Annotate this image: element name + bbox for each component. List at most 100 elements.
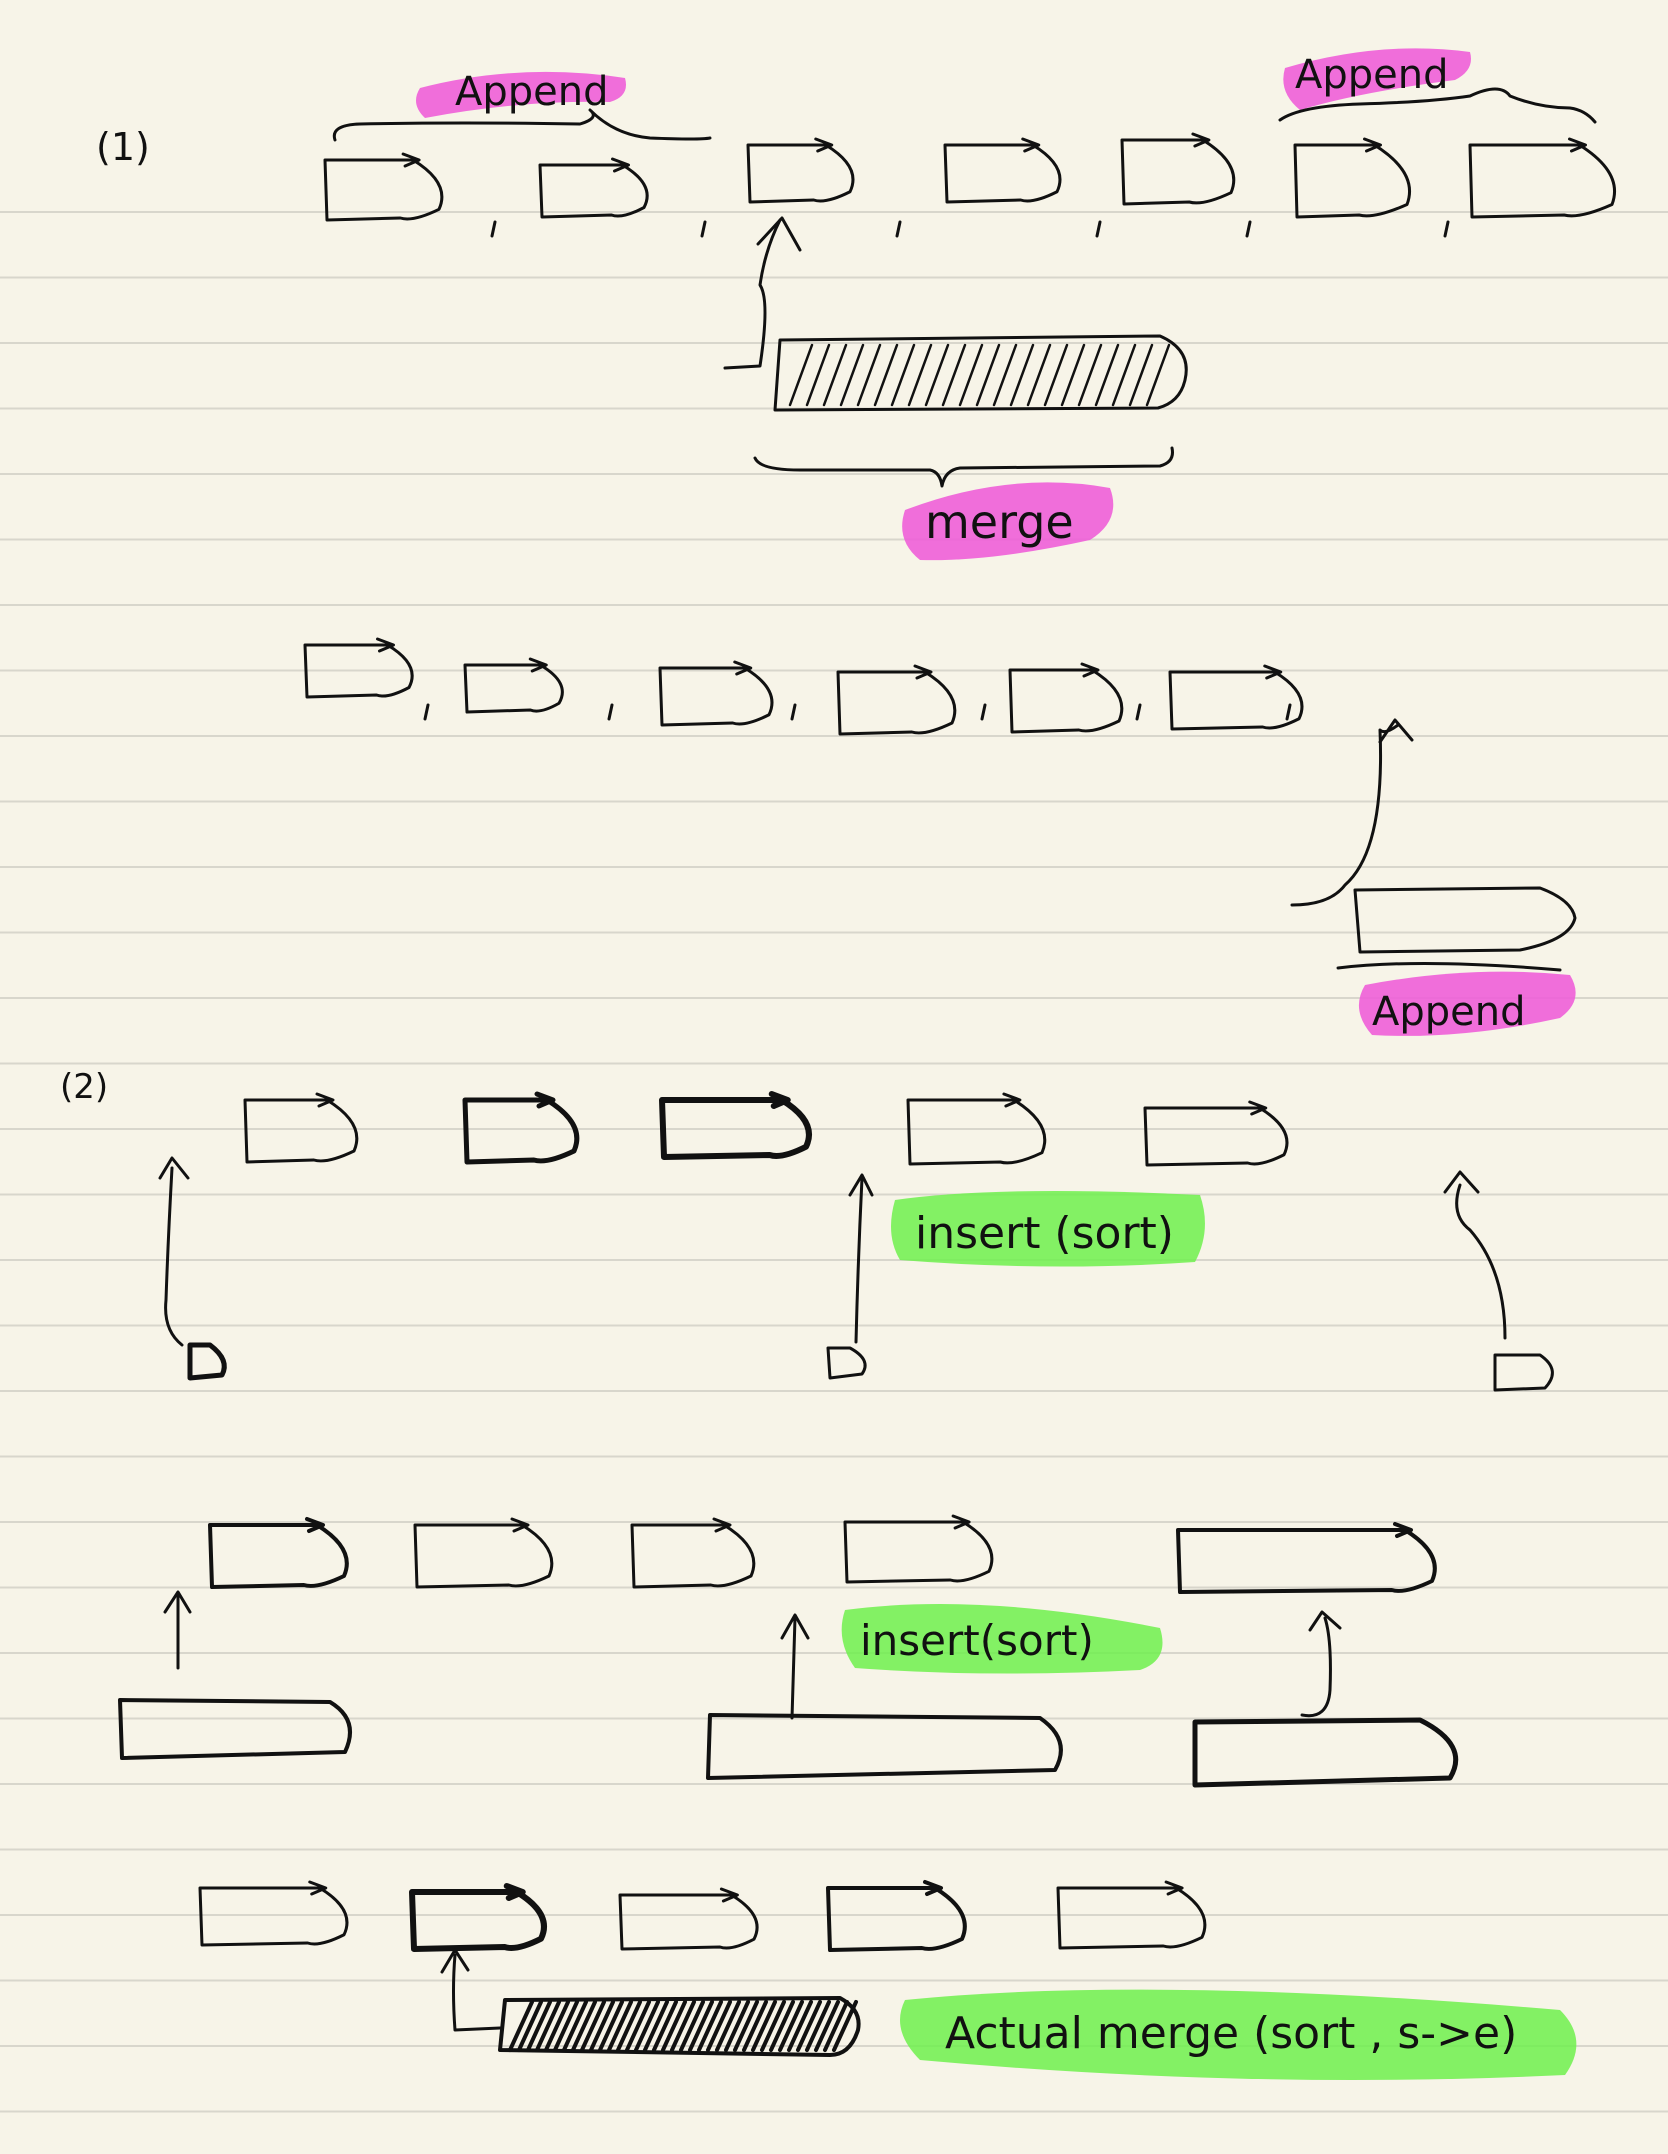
highlight-merge: [902, 482, 1114, 561]
block-row2: [1008, 662, 1124, 734]
block-row3: [659, 1091, 812, 1160]
hatch-stroke: [742, 2000, 768, 2052]
hatch-stroke: [553, 2000, 579, 2052]
block-row6: [618, 1887, 759, 1951]
arrow-row5-3: [1300, 1616, 1332, 1718]
highlight-insert-2: [841, 1604, 1163, 1674]
row-6-blocks: [198, 1880, 1207, 1952]
arrow-append-up-head: [1378, 718, 1414, 744]
bracket-top-left: [332, 108, 712, 142]
block-row3: [1143, 1100, 1289, 1167]
hatch-stroke: [661, 2000, 687, 2052]
hatch-stroke: [1043, 343, 1069, 407]
hatch-stroke: [822, 343, 848, 407]
block-row4: [208, 1517, 349, 1589]
hatch-stroke: [652, 2000, 678, 2052]
hatch-stroke: [1094, 343, 1120, 407]
hatch-stroke: [1009, 343, 1035, 407]
underline-append-bottom: [1336, 961, 1562, 972]
insert-label-1: insert (sort): [915, 1208, 1174, 1259]
block-row6: [1056, 1880, 1207, 1950]
hatch-stroke: [634, 2000, 660, 2052]
hatch-stroke: [769, 2000, 795, 2052]
hatch-stroke: [625, 2000, 651, 2052]
insert-label-2: insert(sort): [860, 1616, 1094, 1665]
hatch-stroke: [1077, 343, 1103, 407]
block-row4: [630, 1517, 756, 1589]
block-row2: [1168, 664, 1304, 731]
hatch-stroke: [1060, 343, 1086, 407]
arrow-row5-1-head: [163, 1590, 192, 1614]
comma-mark: [1443, 220, 1450, 238]
row-4-blocks: [208, 1514, 1437, 1594]
arrow-row5-3-head: [1308, 1610, 1342, 1632]
hatch-stroke: [544, 2000, 570, 2052]
hatch-stroke: [751, 2000, 777, 2052]
block-row1: [943, 137, 1062, 204]
arrow-merge-up-head: [756, 216, 802, 252]
merge-label: merge: [925, 495, 1074, 549]
hatch-stroke: [975, 343, 1001, 407]
hatch-stroke: [805, 2000, 831, 2052]
hatch-stroke: [814, 2000, 840, 2052]
hatch-stroke: [571, 2000, 597, 2052]
long-block-2: [706, 1713, 1063, 1780]
hatch-stroke: [679, 2000, 705, 2052]
bracket-top-right: [1278, 87, 1597, 124]
hatch-stroke: [607, 2000, 633, 2052]
long-block-3: [1192, 1717, 1459, 1788]
hatch-stroke: [788, 343, 814, 407]
arrow-row5-2-head: [780, 1613, 810, 1640]
comma-mark: [607, 703, 614, 721]
highlight-append-left: [416, 71, 626, 118]
block-row2: [303, 637, 414, 699]
comma-mark: [980, 703, 987, 721]
append-label-bottom: Append: [1372, 989, 1526, 1035]
comma-mark: [1285, 703, 1292, 721]
block-row1: [323, 152, 444, 222]
hatch-stroke: [760, 2000, 786, 2052]
hatch-stroke: [839, 343, 865, 407]
section-2-label: (2): [60, 1067, 108, 1107]
hatch-stroke: [796, 2000, 822, 2052]
row-2-blocks: [303, 637, 1304, 736]
hatch-stroke: [697, 2000, 723, 2052]
hatch-stroke: [1111, 343, 1137, 407]
hatch-stroke: [598, 2000, 624, 2052]
hatch-stroke: [517, 2000, 543, 2052]
comma-mark: [700, 220, 707, 238]
block-row6: [198, 1880, 349, 1947]
highlight-append-right: [1283, 48, 1471, 110]
comma-mark: [1095, 220, 1102, 238]
row-1-blocks: [323, 132, 1617, 238]
block-row3: [462, 1091, 580, 1165]
hatch-stroke: [688, 2000, 714, 2052]
arrow-actual-merge-head: [440, 1948, 470, 1974]
small-block-2: [826, 1346, 867, 1380]
hatch-stroke: [992, 343, 1018, 407]
hatch-stroke: [1026, 343, 1052, 407]
hatch-stroke: [856, 343, 882, 407]
hatch-stroke: [778, 2000, 804, 2052]
arrow-insert-2: [854, 1176, 864, 1344]
block-row1: [538, 157, 649, 219]
comma-mark: [790, 703, 797, 721]
block-row2: [463, 657, 564, 714]
comma-mark: [1245, 220, 1252, 238]
comma-mark: [490, 220, 497, 238]
hatched-merge-block: [773, 334, 1188, 412]
arrow-insert-1-head: [158, 1156, 190, 1180]
highlight-insert-1: [891, 1191, 1205, 1267]
actual-merge-label: Actual merge (sort , s->e): [945, 2008, 1517, 2059]
hatch-stroke: [873, 343, 899, 407]
hatch-stroke: [907, 343, 933, 407]
arrow-insert-2-head: [848, 1173, 874, 1197]
hatch-stroke: [562, 2000, 588, 2052]
hatch-stroke: [805, 343, 831, 407]
block-row1: [1120, 132, 1236, 206]
hatch-stroke: [580, 2000, 606, 2052]
hatch-stroke: [1128, 343, 1154, 407]
hatch-stroke: [508, 2000, 534, 2052]
hatch-stroke: [643, 2000, 669, 2052]
